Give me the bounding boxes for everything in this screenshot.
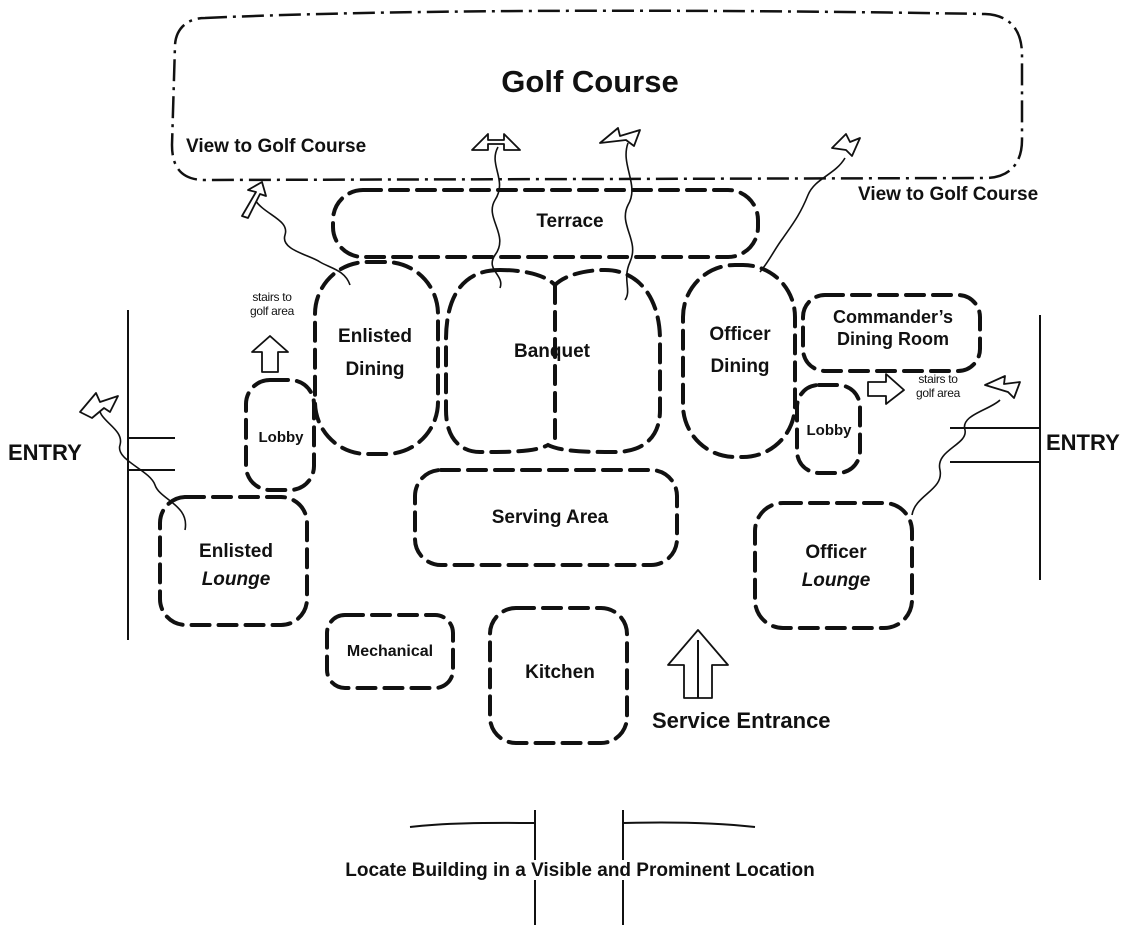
road-right-edge [622,810,756,860]
officer-lounge-label-2: Lounge [802,570,871,591]
commanders-dining-room [801,293,982,373]
officer-dining-label-1: Officer [709,324,771,345]
mechanical-room [325,613,455,690]
view-line-left [254,199,351,286]
view-arrow-entry-right-icon [984,375,1021,399]
commanders-label-2: Dining Room [837,329,949,349]
golf-course-label: Golf Course [501,64,678,99]
entry-label-left: ENTRY [8,440,82,465]
view-arrow-left-icon [241,181,267,219]
stairs-right-label-1: stairs to [918,372,958,386]
officer-lounge-room [753,501,914,630]
view-label-right: View to Golf Course [858,184,1038,205]
lobby-left-room [244,378,316,492]
view-line-banquet-right [624,142,634,301]
serving-area-label: Serving Area [492,507,609,528]
view-line-banquet-left [491,146,502,289]
officer-lounge-label-1: Officer [805,542,867,563]
view-line-officer [759,157,846,273]
commanders-label-1: Commander’s [833,307,953,327]
enlisted-dining-room [313,260,440,456]
lobby-right-label: Lobby [807,422,853,439]
terrace-label: Terrace [536,211,603,232]
view-arrow-officer-icon [831,133,861,157]
lobby-left-label: Lobby [259,429,305,446]
officer-dining-room [681,263,797,459]
view-line-entry-left [98,404,187,531]
entry-label-right: ENTRY [1046,430,1120,455]
view-label-left: View to Golf Course [186,136,366,157]
road-left-edge [409,810,536,860]
terrace-room [331,188,760,259]
golf-course-boundary [170,9,1024,182]
footer-note: Locate Building in a Visible and Promine… [345,860,814,881]
kitchen-label: Kitchen [525,662,595,683]
banquet-label: Banquet [514,341,591,362]
stairs-left-label-2: golf area [250,304,295,318]
stairs-arrow-left-icon [251,335,289,373]
view-line-entry-right [911,399,1001,516]
kitchen-room [488,606,629,745]
stairs-left-label-1: stairs to [252,290,292,304]
enlisted-dining-label-2: Dining [345,359,404,380]
view-arrow-banquet-right-icon [599,127,641,147]
view-arrow-banquet-left-icon [471,133,521,151]
enlisted-lounge-label-2: Lounge [202,569,271,590]
officer-dining-label-2: Dining [710,356,769,377]
lobby-right-room [795,383,862,475]
stairs-right-label-2: golf area [916,386,961,400]
enlisted-lounge-room [158,495,309,627]
enlisted-dining-label-1: Enlisted [338,326,412,347]
banquet-room [444,267,662,455]
stairs-arrow-right-icon [867,373,905,405]
service-entrance-label: Service Entrance [652,708,831,733]
enlisted-lounge-label-1: Enlisted [199,541,273,562]
mechanical-label: Mechanical [347,643,433,660]
serving-area-room [413,468,679,567]
view-arrow-entry-left-icon [79,392,119,419]
